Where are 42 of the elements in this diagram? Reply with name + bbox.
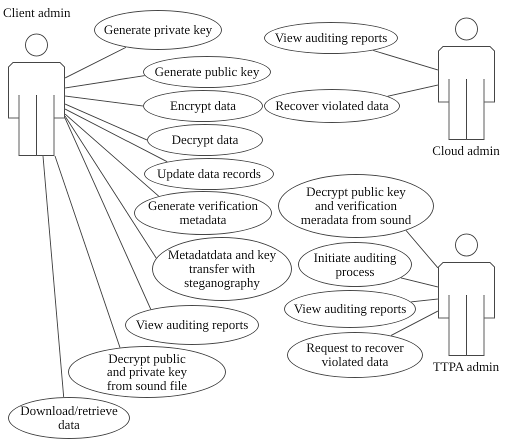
use-case-ellipse bbox=[144, 158, 274, 190]
use-case-label: Initiate auditing process bbox=[312, 250, 398, 278]
association-line bbox=[390, 310, 438, 336]
use-case-label: Download/retrieve data bbox=[19, 404, 119, 432]
use-case-label: Generate verification metadata bbox=[146, 199, 260, 227]
use-case-label: Decrypt data bbox=[172, 133, 238, 147]
use-case-ellipse bbox=[284, 290, 416, 328]
association-line bbox=[410, 298, 438, 302]
association-line bbox=[400, 277, 438, 288]
use-case-label: View auditing reports bbox=[136, 318, 248, 332]
use-case-label: View auditing reports bbox=[294, 302, 406, 316]
association-line bbox=[64, 118, 152, 310]
use-case-label: Generate private key bbox=[104, 23, 212, 37]
actor-label: Client admin bbox=[3, 5, 71, 21]
use-case-label: Encrypt data bbox=[170, 99, 236, 113]
use-case-ellipse bbox=[134, 191, 272, 235]
association-line bbox=[406, 230, 438, 268]
association-line bbox=[64, 116, 157, 259]
association-line bbox=[42, 156, 64, 398]
actor-label: TTPA admin bbox=[432, 359, 500, 375]
use-case-label: Recover violated data bbox=[275, 99, 389, 113]
actor-figure bbox=[8, 33, 65, 156]
association-line bbox=[64, 46, 126, 78]
association-line bbox=[54, 156, 120, 348]
use-case-label: Update data records bbox=[157, 167, 261, 181]
actor-figure bbox=[438, 17, 495, 140]
use-case-label: Metadatdata and key transfer with steganography bbox=[166, 248, 278, 290]
actor-figure bbox=[438, 233, 495, 356]
association-line bbox=[64, 104, 148, 140]
use-case-label: Generate public key bbox=[154, 65, 260, 79]
association-line bbox=[64, 108, 168, 162]
association-line bbox=[64, 75, 146, 88]
association-line bbox=[387, 84, 438, 97]
association-line bbox=[372, 50, 438, 70]
use-case-label: View auditing reports bbox=[274, 31, 388, 45]
association-line bbox=[64, 114, 160, 197]
association-line bbox=[64, 96, 144, 106]
actor-label: Cloud admin bbox=[432, 143, 500, 159]
use-case-ellipse bbox=[147, 124, 263, 156]
use-case-label: Request to recover violated data bbox=[305, 341, 405, 369]
use-case-label: Decrypt public and private key from sound file bbox=[106, 352, 188, 392]
use-case-label: Decrypt public key and verification meradata from sound bbox=[300, 185, 412, 227]
